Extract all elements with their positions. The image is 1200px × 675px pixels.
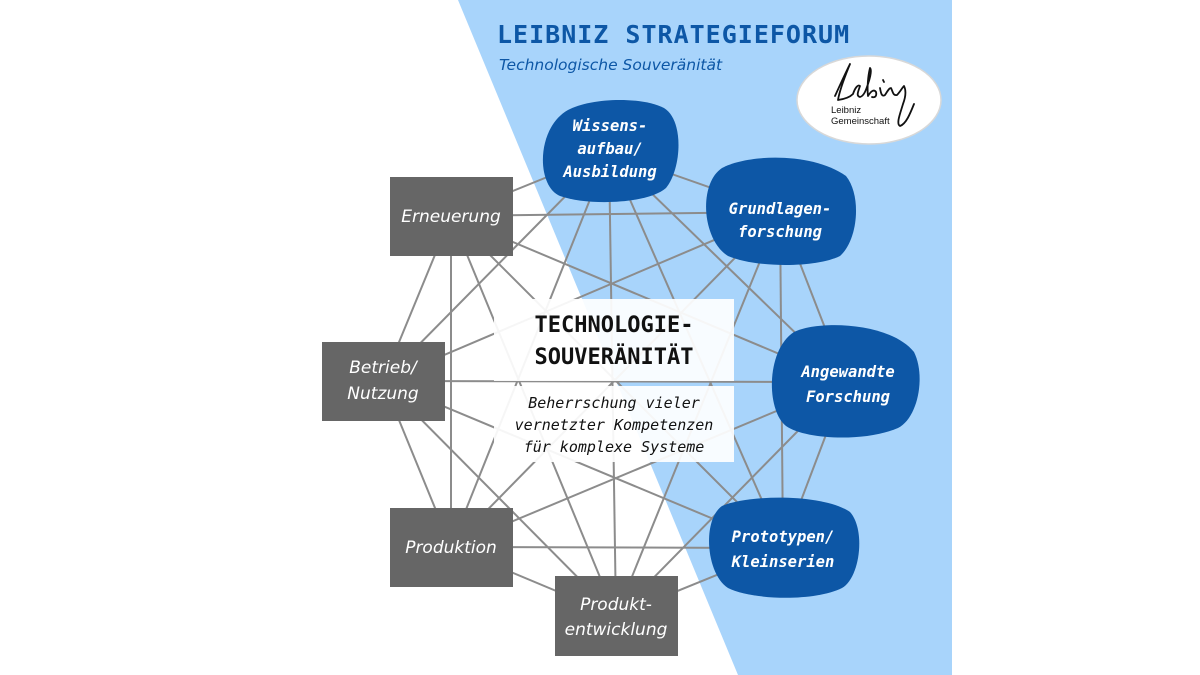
connection-line (450, 215, 784, 549)
node-produktion: Produktion (390, 508, 513, 587)
node-betrieb: Betrieb/ Nutzung (322, 342, 445, 421)
center-title-card (494, 299, 734, 381)
node-grundlagenforschung-label-2: forschung (738, 223, 822, 241)
node-angewandte-forschung-label-1: Angewandte (800, 363, 894, 381)
node-prototypen-label-1: Prototypen/ (732, 528, 835, 546)
node-produktentwicklung-label-1: Produkt- (580, 595, 652, 615)
center-title-line-2: SOUVERÄNITÄT (535, 344, 694, 370)
logo-line2: Gemeinschaft (831, 116, 890, 127)
node-betrieb-label-2: Nutzung (347, 384, 419, 404)
center-description-line-2: vernetzter Kompetenzen (515, 416, 714, 434)
node-grundlagenforschung: Grundlagen- forschung (706, 157, 857, 265)
connection-line (608, 151, 617, 617)
node-wissensaufbau-shape (542, 99, 679, 203)
center-title-line-1: TECHNOLOGIE- (535, 313, 694, 338)
node-prototypen-label-2: Kleinserien (731, 553, 835, 571)
forum-subtitle: Technologische Souveränität (499, 56, 723, 74)
node-wissensaufbau: Wissens- aufbau/ Ausbildung (542, 99, 679, 203)
center-description-line-1: Beherrschung vieler (528, 394, 700, 412)
node-wissensaufbau-label-3: Ausbildung (562, 163, 656, 181)
connection-line (382, 211, 781, 382)
node-wissensaufbau-label-1: Wissens- (573, 117, 648, 135)
node-erneuerung-box (390, 177, 513, 256)
node-produktentwicklung-label-2: entwicklung (565, 620, 668, 640)
node-produktentwicklung-box (555, 576, 678, 656)
logo-line1: Leibniz (831, 105, 861, 116)
node-erneuerung: Erneuerung (390, 177, 513, 256)
node-grundlagenforschung-shape (706, 157, 857, 265)
leibniz-logo: Leibniz Gemeinschaft (796, 55, 942, 145)
node-prototypen-shape (709, 497, 860, 598)
node-produktion-label-1: Produktion (405, 538, 497, 558)
center-concept: TECHNOLOGIE- SOUVERÄNITÄT Beherrschung v… (494, 299, 734, 462)
node-produktion-box (390, 508, 513, 587)
node-angewandte-forschung-label-2: Forschung (806, 388, 890, 406)
node-produktentwicklung: Produkt- entwicklung (555, 576, 678, 656)
node-betrieb-label-1: Betrieb/ (349, 358, 419, 378)
node-wissensaufbau-label-2: aufbau/ (577, 140, 642, 158)
center-description-card (494, 386, 734, 462)
node-angewandte-forschung: Angewandte Forschung (771, 325, 920, 438)
forum-title: LEIBNIZ STRATEGIEFORUM (497, 20, 850, 49)
logo-signature-icon (834, 63, 915, 127)
center-description-line-3: für komplexe Systeme (524, 438, 705, 456)
node-erneuerung-label-1: Erneuerung (401, 207, 501, 227)
node-angewandte-forschung-shape (771, 325, 920, 438)
node-grundlagenforschung-label-1: Grundlagen- (729, 200, 832, 218)
node-prototypen: Prototypen/ Kleinserien (709, 497, 860, 598)
node-betrieb-box (322, 342, 445, 421)
connection-line (382, 380, 847, 383)
